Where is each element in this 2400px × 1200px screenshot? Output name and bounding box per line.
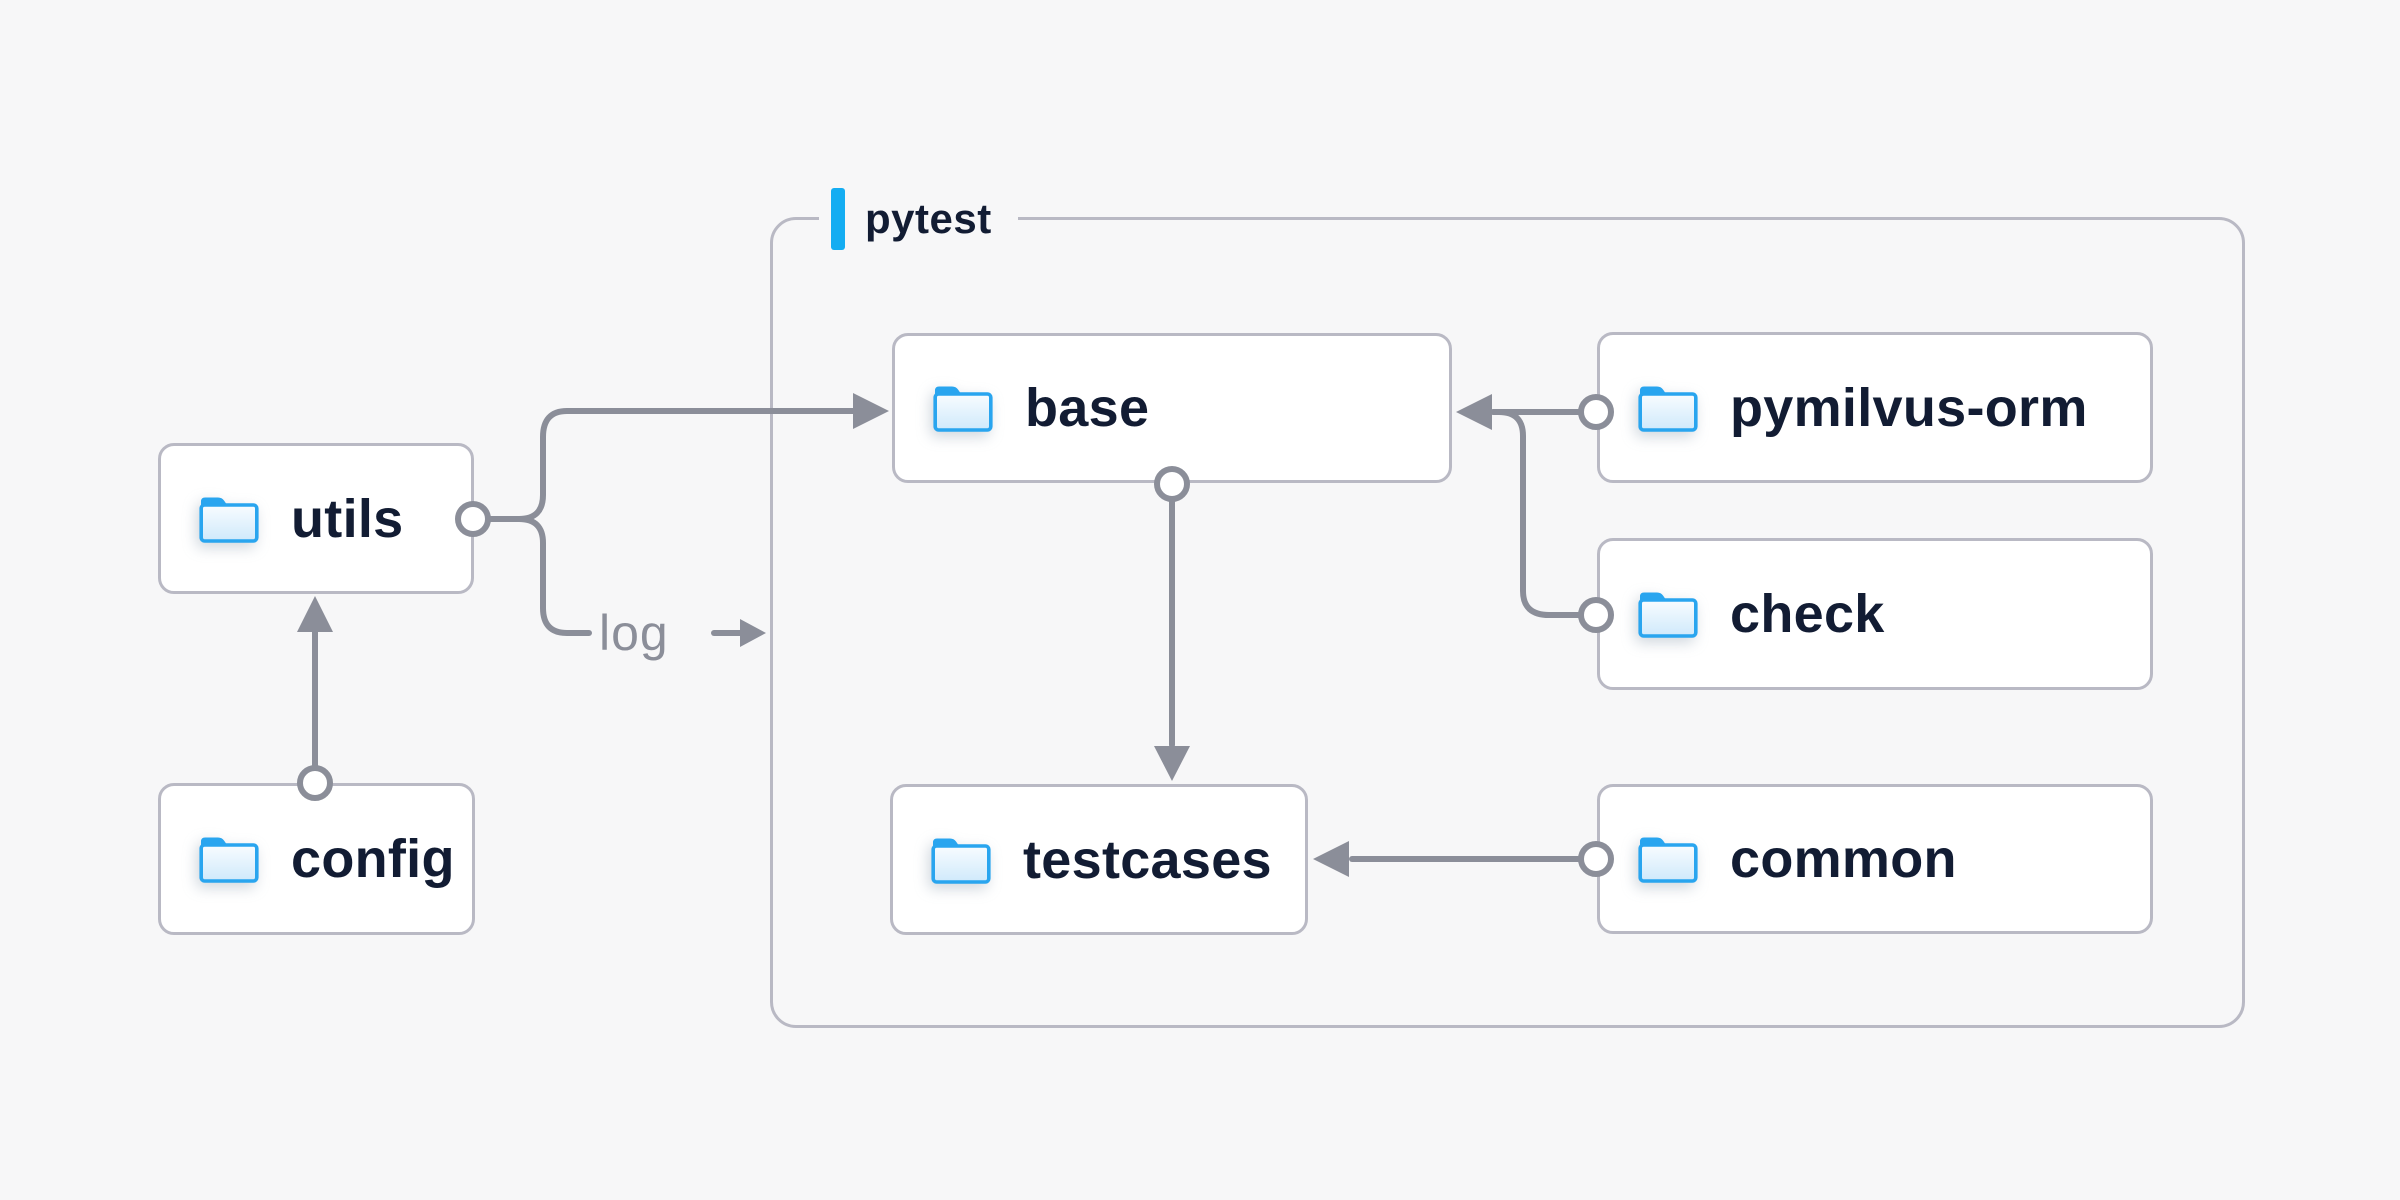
edge-utils-log [516,516,592,636]
node-config-label: config [291,829,455,889]
pytest-group-title: pytest [865,195,992,242]
node-base-label: base [1025,378,1150,438]
node-testcases-label: testcases [1023,829,1272,890]
node-utils-label: utils [291,488,404,549]
arrowhead-log [740,619,766,647]
node-base: base [892,333,1452,483]
folder-icon [1636,588,1700,640]
node-config: config [158,783,475,935]
node-check: check [1597,538,2153,690]
folder-icon [929,834,993,886]
folder-icon [1636,382,1700,434]
pytest-accent-bar-icon [831,188,845,250]
node-common: common [1597,784,2153,934]
log-edge-label: log [599,605,669,661]
folder-icon [197,833,261,885]
node-pymilvus-orm-label: pymilvus-orm [1730,377,2088,438]
folder-icon [1636,833,1700,885]
node-testcases: testcases [890,784,1308,935]
node-utils: utils [158,443,474,594]
node-check-label: check [1730,584,1885,644]
pytest-group: pytest [770,188,2245,1028]
pytest-group-label: pytest [819,188,1018,250]
folder-icon [197,493,261,545]
node-pymilvus-orm: pymilvus-orm [1597,332,2153,483]
folder-icon [931,382,995,434]
arrowhead-config-utils [297,596,333,632]
node-common-label: common [1730,829,1957,889]
